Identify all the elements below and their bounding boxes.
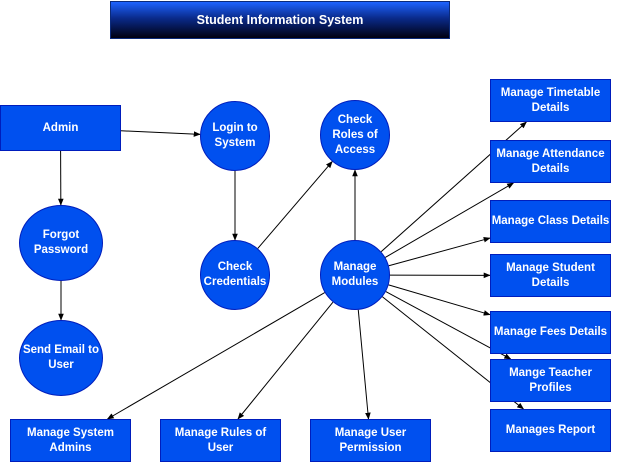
manage-timetable-node[interactable]: Manage Timetable Details xyxy=(490,79,611,122)
manage-modules-node[interactable]: Manage Modules xyxy=(320,240,390,310)
manage-attendance-node[interactable]: Manage Attendance Details xyxy=(490,140,611,183)
manage-rules-node[interactable]: Manage Rules of User xyxy=(160,419,281,462)
edge-manage_modules-to-manage_rules xyxy=(237,301,334,420)
admin-node[interactable]: Admin xyxy=(0,105,121,151)
edge-manage_modules-to-manage_fees xyxy=(388,284,491,316)
edge-check_credentials-to-check_roles xyxy=(257,161,333,249)
manage-fees-node[interactable]: Manage Fees Details xyxy=(490,311,611,354)
manage-user-permission-node[interactable]: Manage User Permission xyxy=(310,419,431,462)
edge-manage_modules-to-manage_class xyxy=(388,237,491,267)
manage-student-node[interactable]: Manage Student Details xyxy=(490,254,611,297)
manage-system-admins-node[interactable]: Manage System Admins xyxy=(10,419,131,462)
check-roles-node[interactable]: Check Roles of Access xyxy=(320,100,390,170)
send-email-node[interactable]: Send Email to User xyxy=(19,320,103,396)
edge-manage_modules-to-manage_teacher xyxy=(385,291,512,360)
edge-manage_modules-to-manage_system_admins xyxy=(106,292,325,420)
edge-manage_modules-to-manage_user_permission xyxy=(357,309,371,420)
forgot-password-node[interactable]: Forgot Password xyxy=(19,205,103,281)
edge-admin-to-login xyxy=(120,130,201,137)
manage-class-node[interactable]: Manage Class Details xyxy=(490,200,611,243)
manage-teacher-node[interactable]: Mange Teacher Profiles xyxy=(490,359,611,402)
check-credentials-node[interactable]: Check Credentials xyxy=(200,240,270,310)
edge-manage_modules-to-manage_attendance xyxy=(385,182,515,258)
login-node[interactable]: Login to System xyxy=(200,101,270,171)
diagram-title: Student Information System xyxy=(110,1,450,39)
manages-report-node[interactable]: Manages Report xyxy=(490,409,611,452)
